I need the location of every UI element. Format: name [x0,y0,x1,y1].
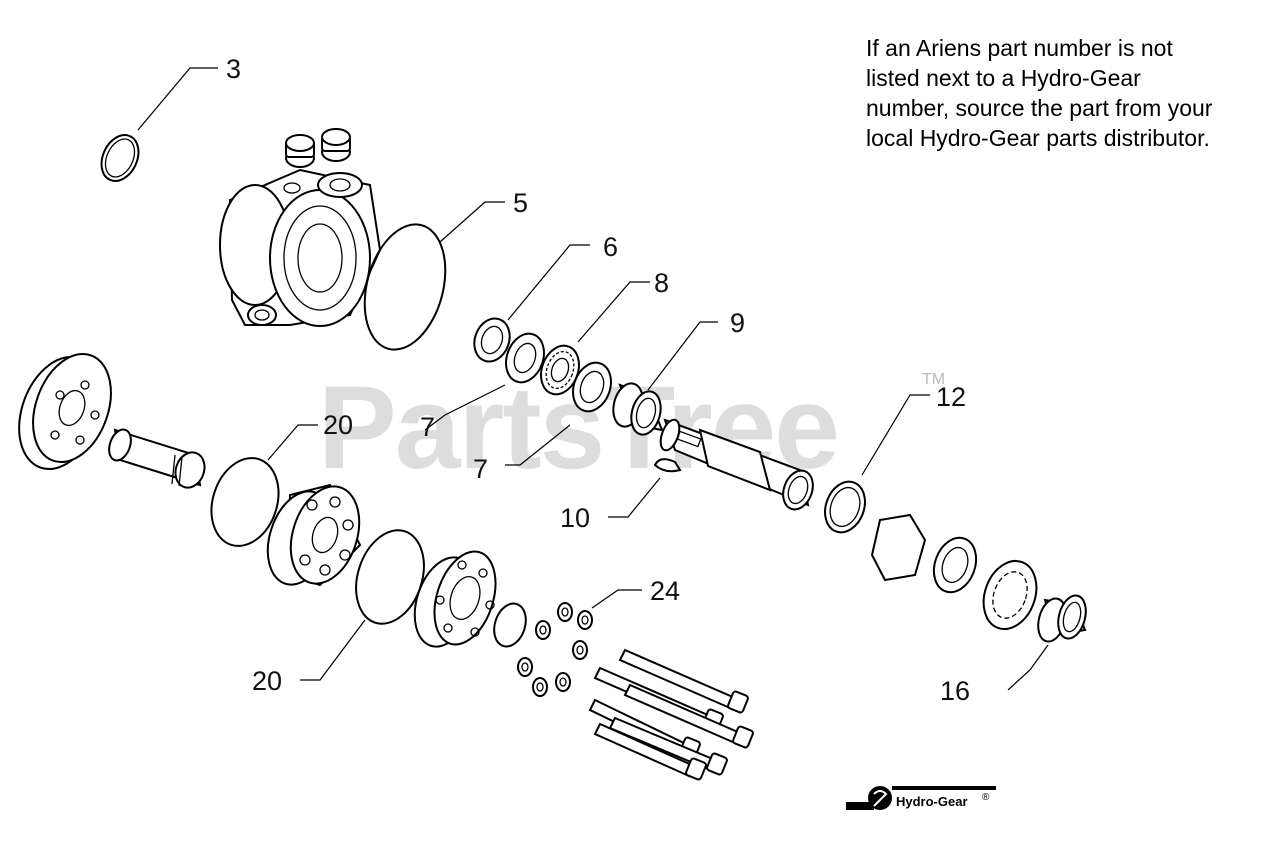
part-housing[interactable] [219,168,382,327]
part-24-washers[interactable] [517,602,593,697]
parts-sourcing-note: If an Ariens part number is not listed n… [866,35,1213,151]
callout-7a[interactable]: 7 [420,412,435,442]
logo-text: Hydro-Gear [896,794,968,809]
part-cylinder-block[interactable] [257,478,371,593]
part-12-ring[interactable] [818,476,871,538]
part-end-cap[interactable] [4,343,125,480]
callout-20a[interactable]: 20 [323,410,353,440]
callout-24[interactable]: 24 [650,576,680,606]
part-20-o-ring-upper[interactable] [201,449,290,554]
callout-6[interactable]: 6 [603,232,618,262]
part-5-o-ring[interactable] [352,215,459,358]
part-7-washer-b[interactable] [567,357,618,416]
part-9-bushing[interactable] [609,380,665,438]
watermark-tm: TM [922,371,945,388]
part-seal-plate[interactable] [870,513,1045,636]
callout-5[interactable]: 5 [513,188,528,218]
part-bolts[interactable] [588,648,754,781]
callout-3[interactable]: 3 [226,54,241,84]
callout-16[interactable]: 16 [940,676,970,706]
leader-lines [137,67,1049,691]
callout-8[interactable]: 8 [654,268,669,298]
part-small-o-ring[interactable] [489,599,531,650]
part-3-o-ring[interactable] [94,129,145,187]
logo-registered: ® [982,792,990,803]
part-valve-plate[interactable] [404,544,506,655]
part-16-bearing[interactable] [1034,592,1091,644]
hydro-gear-logo: Hydro-Gear ® [846,786,996,810]
part-shaft[interactable] [657,417,818,513]
callout-12[interactable]: 12 [936,382,966,412]
callout-9[interactable]: 9 [730,308,745,338]
part-10-key[interactable] [653,458,682,473]
callout-7b[interactable]: 7 [473,454,488,484]
callout-10[interactable]: 10 [560,503,590,533]
part-fittings[interactable] [285,128,351,168]
part-input-shaft[interactable] [105,427,209,492]
part-6-seal[interactable] [469,314,516,367]
callout-20b[interactable]: 20 [252,666,282,696]
